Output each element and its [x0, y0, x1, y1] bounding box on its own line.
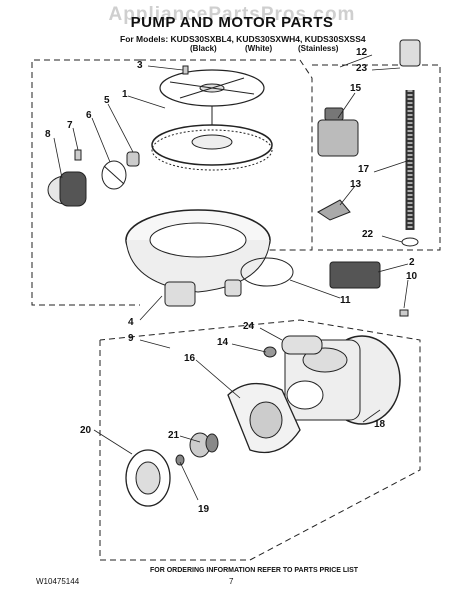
- nut: [263, 346, 277, 358]
- callout-9: 9: [128, 333, 134, 344]
- callout-17: 17: [358, 164, 370, 175]
- callout-24: 24: [243, 321, 255, 332]
- fill-hose: [399, 39, 421, 230]
- variant-stainless: (Stainless): [298, 44, 339, 53]
- filter-cap: [47, 171, 87, 207]
- callout-6: 6: [86, 110, 92, 121]
- callout-5: 5: [104, 95, 110, 106]
- gasket: [240, 257, 294, 287]
- callout-13: 13: [350, 179, 362, 190]
- clamp-ring: [401, 237, 419, 247]
- chopper-screen: [126, 151, 140, 167]
- variant-white: (White): [245, 44, 273, 53]
- callout-16: 16: [184, 353, 196, 364]
- sensor-box: [329, 261, 381, 289]
- callout-11: 11: [340, 295, 351, 306]
- models-line: For Models: KUDS30SXBL4, KUDS30SXWH4, KU…: [120, 34, 366, 44]
- callout-10: 10: [406, 271, 418, 282]
- sump-housing: [125, 209, 271, 307]
- bracket-clip: [317, 199, 351, 221]
- callout-2: 2: [409, 257, 415, 268]
- callout-3: 3: [137, 60, 143, 71]
- variant-black: (Black): [190, 44, 217, 53]
- group-frame-left: [31, 59, 140, 306]
- page-title: PUMP AND MOTOR PARTS: [130, 14, 334, 31]
- callout-12: 12: [356, 47, 368, 58]
- callout-8: 8: [45, 129, 51, 140]
- group-frame-right: [312, 64, 441, 251]
- callout-23: 23: [356, 63, 368, 74]
- callout-14: 14: [217, 337, 229, 348]
- group-frame-top: [140, 59, 313, 251]
- wash-impeller: [125, 449, 185, 507]
- callout-20: 20: [80, 425, 92, 436]
- document-id: W10475144: [36, 577, 80, 586]
- motor-housing: [284, 335, 401, 425]
- spray-arm-gear: [151, 106, 273, 171]
- ordering-note: FOR ORDERING INFORMATION REFER TO PARTS …: [150, 567, 359, 574]
- callout-22: 22: [362, 229, 374, 240]
- seal-impeller: [189, 432, 219, 458]
- screw-10: [399, 309, 409, 317]
- callout-21: 21: [168, 430, 180, 441]
- watermark: AppliancePartsPros.com: [108, 4, 356, 25]
- callout-19: 19: [198, 504, 210, 515]
- pump-cover: [227, 383, 301, 454]
- chopper-blade: [101, 160, 127, 190]
- callout-4: 4: [128, 317, 134, 328]
- impeller-disc: [159, 69, 265, 107]
- callout-18: 18: [374, 419, 386, 430]
- group-frame-bottom: [99, 319, 421, 561]
- callout-7: 7: [67, 120, 73, 131]
- callout-15: 15: [350, 83, 362, 94]
- drain-valve: [317, 107, 359, 157]
- page-number: 7: [229, 577, 234, 586]
- callout-1: 1: [122, 89, 128, 100]
- capacitor: [281, 335, 323, 355]
